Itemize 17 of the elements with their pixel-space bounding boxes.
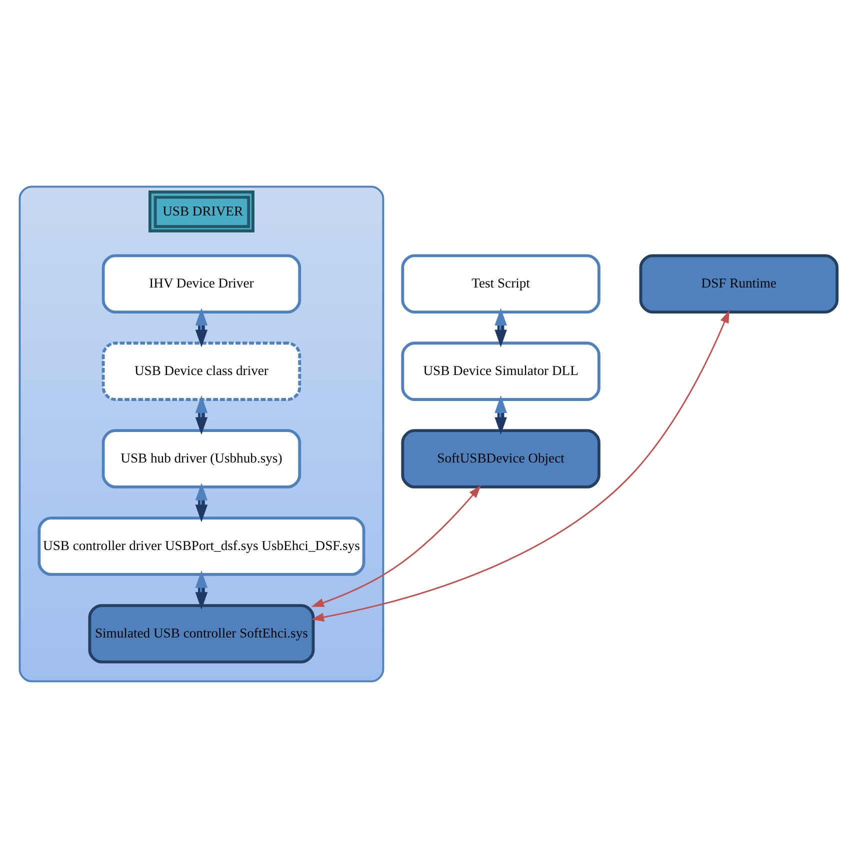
node-box: Simulated USB controller SoftEhci.sys [88,604,315,663]
node-box: DSF Runtime [639,254,839,313]
node-box: USB hub driver (Usbhub.sys) [102,428,302,488]
node-box: IHV Device Driver [102,254,302,313]
arrow [311,310,730,622]
arrow [494,394,507,434]
arrow [195,394,208,434]
node-box: USB Device Simulator DLL [401,341,600,400]
arrow [195,570,208,610]
node-box: USB controller driver USBPort_dsf.sys UsbEhci_DSF.sys [38,516,366,576]
node-box: USB Device class driver [102,341,302,400]
arrow [494,307,507,347]
arrow [311,484,481,606]
arrow [195,482,208,522]
node-box: Test Script [401,254,600,313]
node-box: SoftUSBDevice Object [401,428,600,488]
arrow [195,307,208,347]
